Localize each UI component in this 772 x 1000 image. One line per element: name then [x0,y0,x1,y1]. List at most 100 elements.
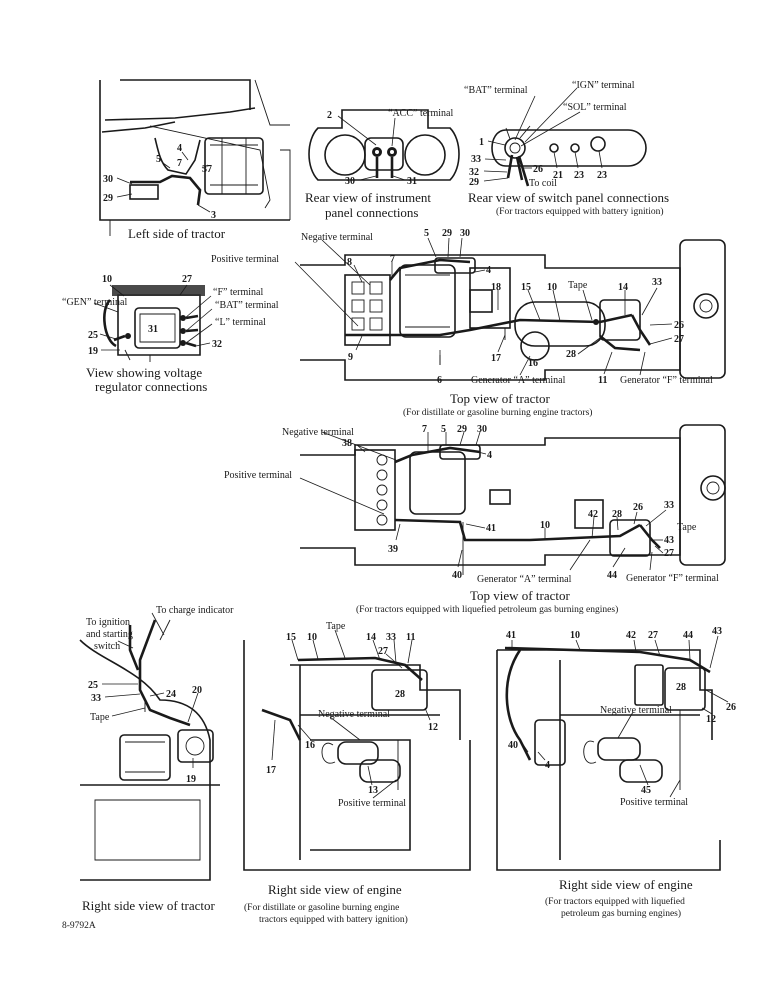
top-distillate-callouts: Negative terminal Positive terminal 5 29… [211,228,713,386]
callout-20-rt: 20 [192,685,202,696]
callout-13-ed: 13 [368,785,378,796]
panel-voltage-regulator: 10 27 31 “GEN” terminal “F” terminal “BA… [62,274,279,394]
callout-7-tl: 7 [422,424,427,435]
label-bat-terminal-sw: “BAT” terminal [464,85,528,96]
callout-30: 30 [103,174,113,185]
callout-4-td: 4 [486,265,491,276]
label-f-terminal-vr: “F” terminal [213,287,263,298]
label-positive-terminal-tl: Positive terminal [224,470,292,481]
callout-26-sw: 26 [533,164,543,175]
callout-7-td: 7 [390,254,395,265]
callout-32-vr: 32 [212,339,222,350]
callout-43-el: 43 [712,626,722,637]
callout-29-sw: 29 [469,177,479,188]
caption-switch-panel: Rear view of switch panel connections [468,190,669,205]
label-bat-terminal-vr: “BAT” terminal [215,300,279,311]
callout-25-rt: 25 [88,680,98,691]
callout-26-tl: 26 [633,502,643,513]
callout-44-tl: 44 [607,570,617,581]
caption-engine-lpg: Right side view of engine [559,877,693,892]
label-generator-f-tl: Generator “F” terminal [626,573,719,584]
panel-right-engine-lpg: 41 10 42 27 44 43 28 26 12 Negative term… [496,626,736,919]
callout-15-ed: 15 [286,632,296,643]
callout-4-tl: 4 [487,450,492,461]
label-sol-terminal: “SOL” terminal [563,102,627,113]
callout-30-td: 30 [460,228,470,239]
callout-14-td: 14 [618,282,628,293]
panel-left-side-tractor: 4 5 7 37 30 29 3 Left side of tractor [99,79,291,241]
engine-distillate-callouts: 15 10 Tape 14 33 11 27 28 12 Negative te… [266,621,438,809]
callout-5-tl: 5 [441,424,446,435]
callout-27-tl: 27 [664,548,674,559]
callout-40-tl: 40 [452,570,462,581]
callout-27-vr: 27 [182,274,192,285]
label-negative-terminal-tl: Negative terminal [282,427,354,438]
callout-41-el: 41 [506,630,516,641]
panel-top-view-distillate: Negative terminal Positive terminal 5 29… [211,228,726,418]
callout-10-tl: 10 [540,520,550,531]
caption-instrument-2: panel connections [325,205,419,220]
label-negative-terminal-ed: Negative terminal [318,709,390,720]
label-acc-terminal: “ACC” terminal [388,108,453,119]
label-generator-a-td: Generator “A” terminal [471,375,566,386]
label-generator-f-td: Generator “F” terminal [620,375,713,386]
callout-25-vr: 25 [88,330,98,341]
subcaption-top-distillate: (For distillate or gasoline burning engi… [403,407,592,418]
callout-44-el: 44 [683,630,693,641]
label-positive-terminal-td: Positive terminal [211,254,279,265]
label-generator-a-tl: Generator “A” terminal [477,574,572,585]
subcaption-engine-distillate-2: tractors equipped with battery ignition) [259,914,408,925]
panel-instrument-rear: 2 “ACC” terminal 30 31 Rear view of inst… [305,108,460,220]
callout-19-vr: 19 [88,346,98,357]
callout-30-tl: 30 [477,424,487,435]
caption-right-tractor: Right side view of tractor [82,898,216,913]
label-to-ignition-1: To ignition [86,617,130,628]
callout-31-vr: 31 [148,324,158,335]
top-lpg-callouts: Negative terminal Positive terminal 38 7… [224,424,719,585]
callout-29-td: 29 [442,228,452,239]
callout-15-td: 15 [521,282,531,293]
callout-16-ed: 16 [305,740,315,751]
callout-10-el: 10 [570,630,580,641]
callout-43-tl: 43 [664,535,674,546]
label-l-terminal: “L” terminal [215,317,266,328]
callout-33-td: 33 [652,277,662,288]
figure-id: 8-9792A [62,921,96,931]
subcaption-engine-lpg-1: (For tractors equipped with liquefied [545,896,685,907]
caption-top-lpg: Top view of tractor [470,588,570,603]
callout-7: 7 [177,158,182,169]
callout-11-ed: 11 [406,632,415,643]
caption-top-distillate: Top view of tractor [450,391,550,406]
callout-33-ed: 33 [386,632,396,643]
subcaption-switch-panel: (For tractors equipped with battery igni… [496,206,664,217]
panel-right-side-tractor: To charge indicator To ignition and star… [79,605,234,913]
label-positive-terminal-el: Positive terminal [620,797,688,808]
callout-21-sw: 21 [553,170,563,181]
callout-28-ed: 28 [395,689,405,700]
subcaption-engine-distillate-1: (For distillate or gasoline burning engi… [244,902,399,913]
callout-29-tl: 29 [457,424,467,435]
callout-28-tl: 28 [612,509,622,520]
subcaption-top-lpg: (For tractors equipped with liquefied pe… [356,604,618,615]
callout-26-el: 26 [726,702,736,713]
label-negative-terminal-el: Negative terminal [600,705,672,716]
callout-45-el: 45 [641,785,651,796]
label-positive-terminal-ed: Positive terminal [338,798,406,809]
callout-30-ip: 30 [345,176,355,187]
callout-8-td: 8 [347,257,352,268]
panel-right-engine-distillate: 15 10 Tape 14 33 11 27 28 12 Negative te… [243,621,471,925]
callout-39-tl: 39 [388,544,398,555]
callout-3: 3 [211,210,216,221]
callout-27-ed: 27 [378,646,388,657]
callout-37: 37 [202,164,212,175]
callout-10-td: 10 [547,282,557,293]
callout-14-ed: 14 [366,632,376,643]
callout-33-tl: 33 [664,500,674,511]
callout-42-el: 42 [626,630,636,641]
callout-33-sw: 33 [471,154,481,165]
callout-1-sw: 1 [479,137,484,148]
left-side-callouts: 4 5 7 37 30 29 3 [103,143,216,221]
callout-17-td: 17 [491,353,501,364]
callout-18-td: 18 [491,282,501,293]
